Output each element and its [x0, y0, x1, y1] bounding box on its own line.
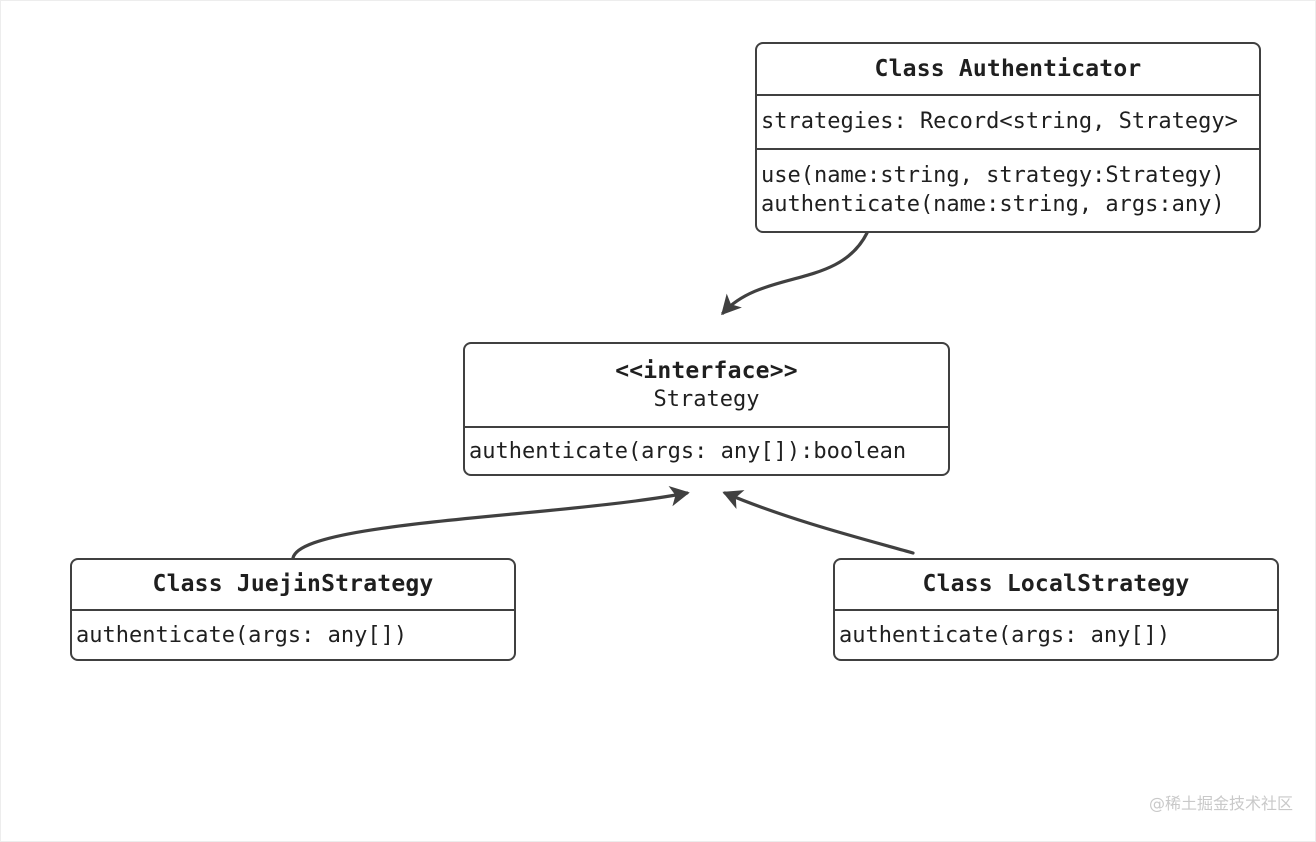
method-use: use(name:string, strategy:Strategy) [761, 163, 1225, 189]
method-authenticate: authenticate(args: any[]):boolean [469, 438, 907, 464]
class-name-authenticator: Class Authenticator [874, 55, 1142, 82]
class-name-localstrategy: Class LocalStrategy [922, 571, 1190, 598]
class-methods-compartment: authenticate(args: any[]) [72, 609, 514, 659]
interface-title-compartment: <<interface>> Strategy [465, 344, 948, 426]
uml-class-localstrategy[interactable]: Class LocalStrategy authenticate(args: a… [833, 558, 1279, 661]
interface-methods-compartment: authenticate(args: any[]):boolean [465, 426, 948, 474]
interface-name-strategy: Strategy [653, 386, 760, 412]
edge-local-to-strategy [722, 490, 915, 555]
uml-class-authenticator[interactable]: Class Authenticator strategies: Record<s… [755, 42, 1261, 233]
edge-juejin-to-strategy [291, 486, 690, 560]
method-authenticate: authenticate(args: any[]) [76, 622, 408, 648]
attribute-strategies: strategies: Record<string, Strategy> [761, 108, 1238, 134]
method-authenticate: authenticate(args: any[]) [839, 622, 1171, 648]
interface-stereotype: <<interface>> [615, 357, 798, 384]
class-name-juejinstrategy: Class JuejinStrategy [152, 571, 434, 598]
method-authenticate: authenticate(name:string, args:any) [761, 192, 1225, 217]
uml-class-juejinstrategy[interactable]: Class JuejinStrategy authenticate(args: … [70, 558, 516, 661]
uml-interface-strategy[interactable]: <<interface>> Strategy authenticate(args… [463, 342, 950, 476]
watermark-text: @稀土掘金技术社区 [1148, 794, 1293, 813]
class-methods-compartment: use(name:string, strategy:Strategy) auth… [757, 148, 1259, 231]
class-title-compartment: Class JuejinStrategy [72, 560, 514, 609]
class-title-compartment: Class LocalStrategy [835, 560, 1277, 609]
class-attributes-compartment: strategies: Record<string, Strategy> [757, 94, 1259, 148]
class-methods-compartment: authenticate(args: any[]) [835, 609, 1277, 659]
edge-authenticator-to-strategy [721, 231, 869, 316]
class-title-compartment: Class Authenticator [757, 44, 1259, 94]
